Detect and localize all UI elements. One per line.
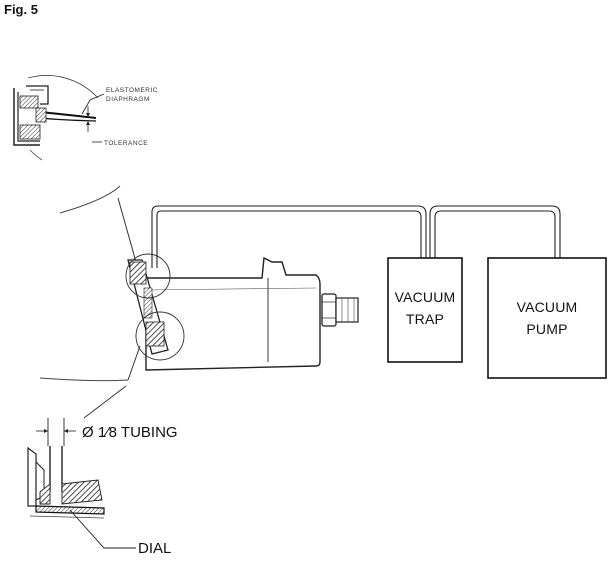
vacuum-trap-box: VACUUM TRAP: [387, 257, 463, 363]
dial-hatched-section-lower: [145, 321, 165, 347]
inset-housing-section: [19, 95, 39, 109]
tolerance-label: TOLERANCE: [104, 140, 148, 147]
tubing-dial-detail-inset: Ø 1⁄8 TUBING DIAL: [27, 418, 178, 557]
outlet-fitting-nipple: [335, 297, 359, 323]
dial-leader: [69, 509, 136, 549]
inset-hatched-plate: [39, 483, 51, 505]
tube-fixture-to-trap-outer: [151, 205, 427, 268]
diaphragm-detail-inset: ELASTOMERIC DIAPHRAGM TOLERANCE: [13, 75, 158, 161]
elastomeric-label-line1: ELASTOMERIC: [106, 87, 158, 94]
zoom-circle-lower: [135, 311, 185, 361]
fixture-body: [144, 256, 321, 371]
inset-housing-section-lower: [19, 124, 41, 140]
dial-label: DIAL: [138, 540, 171, 557]
vacuum-pump-label-line2: PUMP: [526, 321, 567, 337]
inset-circle-boundary: [27, 75, 99, 99]
figure-label: Fig. 5: [4, 2, 38, 17]
inset-housing-wall: [13, 88, 40, 146]
elastomeric-label-line2: DIAPHRAGM: [106, 96, 150, 103]
tube-section: [49, 446, 63, 492]
tubing-label: Ø 1⁄8 TUBING: [82, 424, 178, 441]
vacuum-pump-label-line1: VACUUM: [517, 299, 578, 315]
dial-outline-arc: [59, 185, 121, 214]
test-fixture-assembly: [125, 253, 359, 371]
outlet-fitting-hex: [321, 293, 337, 327]
tube-trap-to-pump-outer: [429, 205, 561, 258]
vacuum-trap-label-line1: VACUUM: [395, 289, 456, 305]
inset-left-housing: [27, 446, 37, 507]
vacuum-trap-label-line2: TRAP: [406, 311, 444, 327]
inset-circle-boundary-lower: [29, 149, 43, 161]
elastomeric-leader: [81, 93, 105, 115]
vacuum-tubing: [151, 205, 561, 268]
dial-outline-arc-lower: [39, 377, 129, 382]
zoom-circle-upper: [125, 253, 171, 299]
tube-trap-to-pump-inner: [434, 210, 556, 258]
vacuum-pump-box: VACUUM PUMP: [487, 257, 607, 379]
tube-fixture-to-trap-inner: [156, 210, 422, 268]
dial-hatched-section-upper: [129, 261, 147, 285]
